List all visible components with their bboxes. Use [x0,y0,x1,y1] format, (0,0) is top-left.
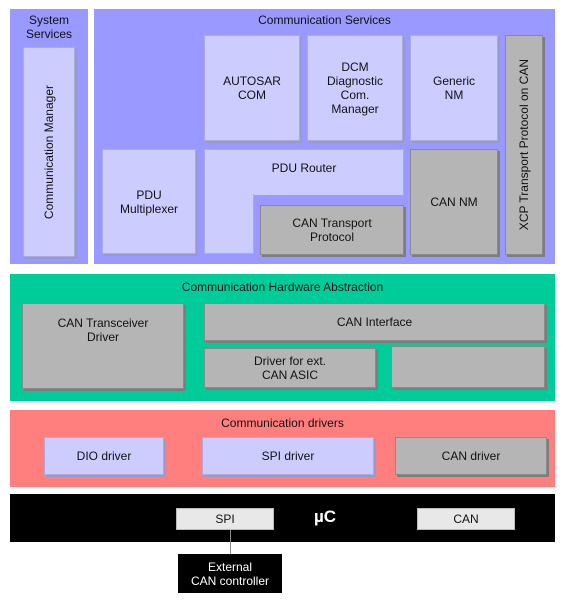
xcp-transport-protocol-label: XCP Transport Protocol on CAN [517,59,531,231]
generic-nm-box: Generic NM [410,35,498,141]
can-interface-box-lower [391,346,545,388]
pdu-multiplexer-box: PDU Multiplexer [102,149,196,254]
microcontroller-spi-box: SPI [176,508,274,530]
dio-driver-box: DIO driver [44,437,164,475]
pdu-router-label: PDU Router [271,161,337,175]
xcp-transport-protocol-box: XCP Transport Protocol on CAN [505,35,543,255]
communication-drivers-title: Communication drivers [221,416,344,430]
external-can-controller-box: External CAN controller [178,554,282,593]
microcontroller-layer: SPI µC CAN [10,494,555,542]
pdu-router-box-leg [204,194,254,254]
system-services-title: System Services [25,13,72,41]
spi-connector-line [230,530,231,554]
communication-drivers-layer: Communication drivers DIO driver SPI dri… [10,410,555,487]
driver-ext-can-asic-box: Driver for ext. CAN ASIC [204,348,376,388]
system-services-layer: System Services Communication Manager [10,9,88,264]
spi-driver-box: SPI driver [202,437,374,475]
pdu-router-box-top [204,149,404,195]
microcontroller-can-box: CAN [417,508,515,530]
can-driver-box: CAN driver [395,437,547,475]
can-transport-protocol-box: CAN Transport Protocol [260,205,404,255]
communication-manager-box: Communication Manager [23,47,75,257]
dcm-box: DCM Diagnostic Com. Manager [307,35,403,141]
can-transceiver-driver-box: CAN Transceiver Driver [22,303,184,389]
autosar-com-box: AUTOSAR COM [204,35,300,141]
communication-services-layer: Communication Services AUTOSAR COM DCM D… [94,9,555,264]
can-interface-box: CAN Interface [204,303,545,341]
communication-manager-label: Communication Manager [42,84,56,220]
communication-services-title: Communication Services [258,13,391,27]
hardware-abstraction-title: Communication Hardware Abstraction [181,280,384,294]
hardware-abstraction-layer: Communication Hardware Abstraction CAN T… [10,274,555,401]
can-nm-box: CAN NM [410,149,498,255]
microcontroller-label: µC [313,507,337,526]
